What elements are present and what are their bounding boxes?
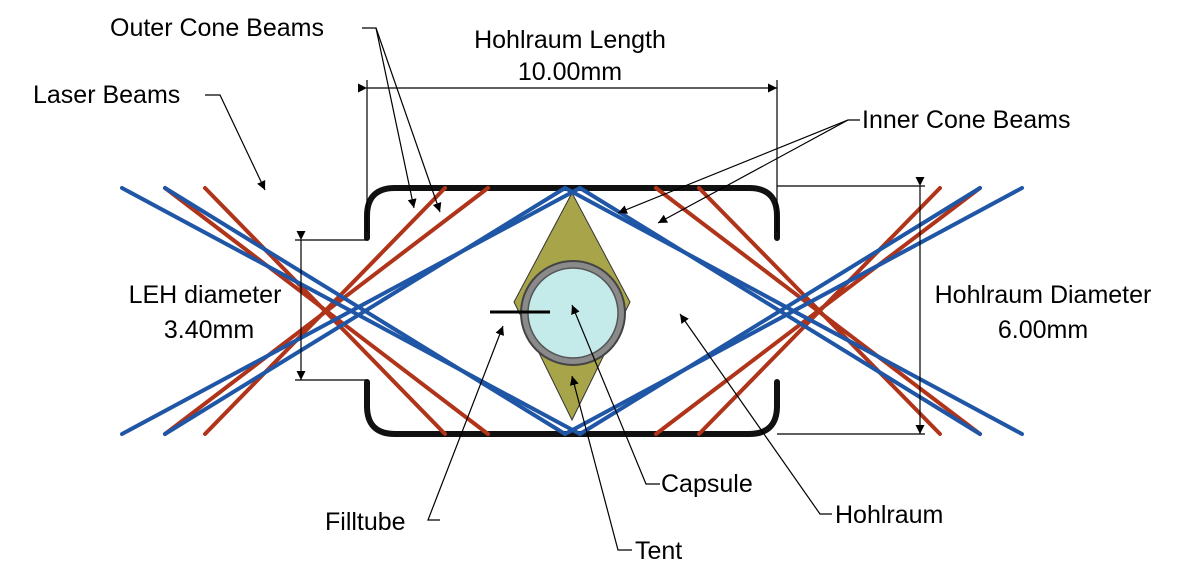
- filltube-label: Filltube: [325, 508, 406, 536]
- leh-diameter-value: 3.40mm: [164, 316, 254, 344]
- hohlraum-wall: [364, 185, 780, 437]
- hohlraum-wall-bottom: [364, 379, 780, 437]
- tent-label: Tent: [635, 537, 682, 565]
- hohlraum-length-label: Hohlraum Length: [474, 26, 666, 54]
- inner-cone-beams: [120, 186, 1024, 436]
- inner-beam: [563, 186, 1024, 436]
- outer-cone-leader-2: [375, 27, 442, 213]
- outer-cone-leader-1: [362, 27, 417, 209]
- inner-cone-leader-2: [657, 119, 849, 224]
- outer-cone-beams-label: Outer Cone Beams: [110, 14, 324, 42]
- inner-beam: [120, 186, 582, 436]
- capsule-leader: [571, 304, 660, 485]
- hohlraum-diameter-label: Hohlraum Diameter: [935, 281, 1152, 309]
- inner-cone-beams-label: Inner Cone Beams: [862, 106, 1070, 134]
- outer-beam: [697, 186, 942, 436]
- hohlraum-diameter-value: 6.00mm: [998, 316, 1088, 344]
- capsule-label: Capsule: [661, 470, 753, 498]
- outer-beam: [203, 186, 447, 436]
- inner-cone-leader-1: [617, 119, 860, 214]
- inner-beam: [578, 186, 982, 436]
- hohlraum-wall-top: [364, 185, 780, 241]
- tent-leader: [569, 375, 632, 551]
- laser-beams-label: Laser Beams: [33, 81, 180, 109]
- leh-diameter-label: LEH diameter: [129, 281, 282, 309]
- hohlraum-length-value: 10.00mm: [518, 58, 622, 86]
- outer-cone-beams: [163, 186, 982, 436]
- dimension-lines: [295, 80, 925, 435]
- hohlraum-label: Hohlraum: [835, 501, 943, 529]
- inner-beam: [163, 186, 567, 436]
- leader-lines: [205, 27, 860, 551]
- filltube-leader: [427, 325, 504, 521]
- laser-beams-leader: [205, 94, 266, 191]
- hohlraum-leader: [679, 313, 832, 515]
